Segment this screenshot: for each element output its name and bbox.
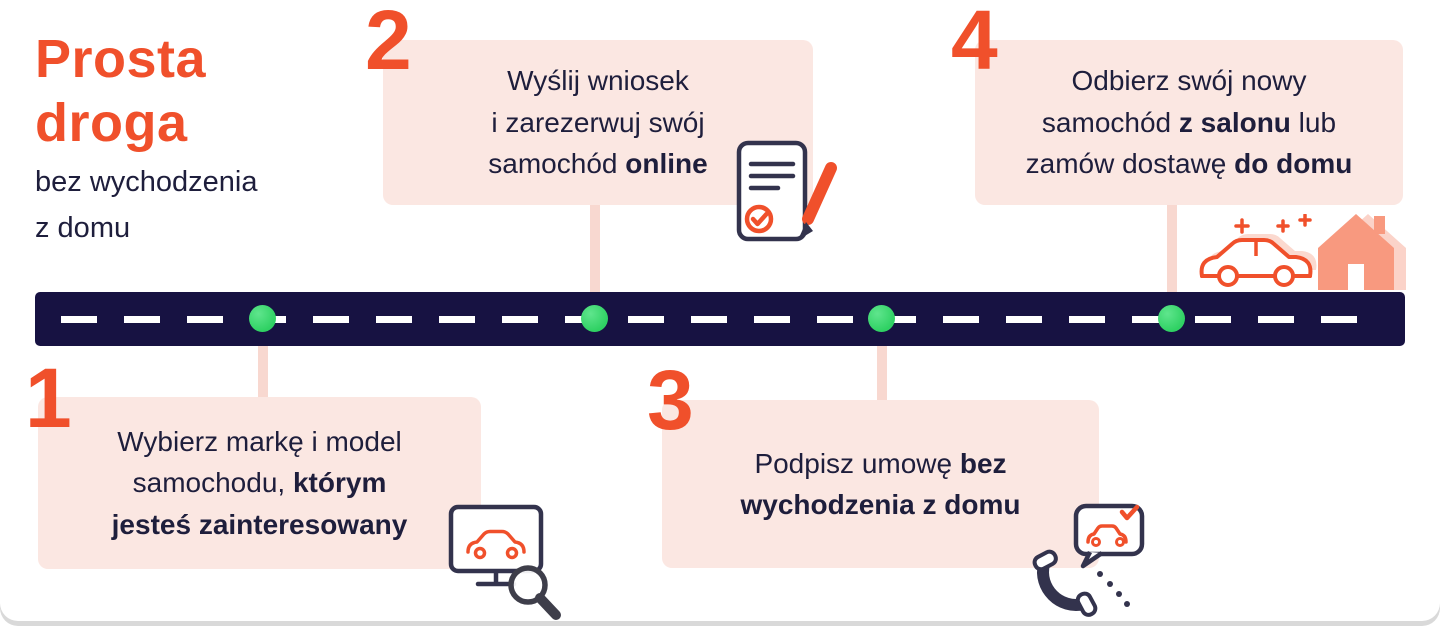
- title-line-2: droga: [35, 92, 188, 153]
- road-bar: [35, 292, 1405, 346]
- monitor-car-search-icon: [446, 500, 566, 626]
- step-1-number: 1: [25, 351, 72, 445]
- connector-step-1: [258, 319, 268, 403]
- step-2-number: 2: [365, 0, 412, 87]
- step-3-number: 3: [647, 353, 694, 447]
- subtitle-line-1: bez wychodzenia: [35, 166, 258, 198]
- milestone-dot-4: [1158, 305, 1185, 332]
- milestone-dot-3: [868, 305, 895, 332]
- connector-step-3: [877, 319, 887, 406]
- page-subtitle: bez wychodzenia z domu: [35, 160, 257, 252]
- connector-step-4: [1167, 198, 1177, 319]
- document-pen-icon: [732, 134, 844, 253]
- milestone-dot-1: [249, 305, 276, 332]
- subtitle-line-2: z domu: [35, 211, 131, 244]
- page-title: Prosta droga: [35, 28, 206, 155]
- step-4-number: 4: [951, 0, 998, 87]
- title-line-1: Prosta: [35, 29, 207, 89]
- delivery-car-icon: [1194, 213, 1318, 299]
- phone-order-icon: [1030, 498, 1150, 625]
- house-icon: [1318, 204, 1412, 301]
- milestone-dot-2: [581, 305, 608, 332]
- road-dashed-line: [61, 315, 1379, 323]
- connector-step-2: [590, 198, 600, 319]
